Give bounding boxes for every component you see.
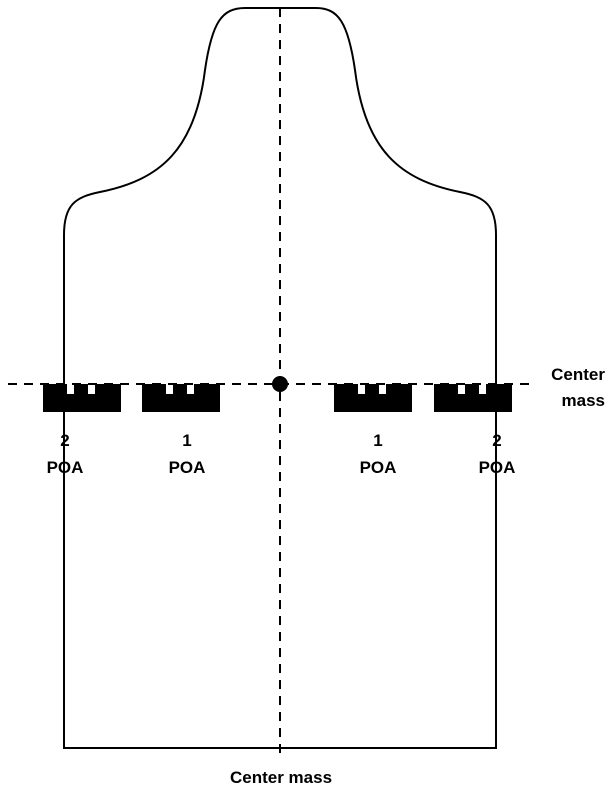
aim-point-number: 2: [492, 431, 501, 450]
aim-point-caption: POA: [479, 458, 516, 477]
aim-point-marker: [142, 384, 220, 412]
aim-point-number: 1: [373, 431, 382, 450]
aim-point-marker: [334, 384, 412, 412]
center-mass-bottom-label: Center mass: [230, 768, 332, 787]
aim-point-marker: [434, 384, 512, 412]
center-mass-label-line2: mass: [562, 391, 605, 410]
aim-point-caption: POA: [360, 458, 397, 477]
center-mass-label-line1: Center: [551, 365, 605, 384]
aim-point-marker: [43, 384, 121, 412]
aim-point-caption: POA: [169, 458, 206, 477]
aim-point-caption: POA: [47, 458, 84, 477]
aim-point-number: 1: [182, 431, 191, 450]
center-mass-dot: [272, 376, 288, 392]
aim-point-number: 2: [60, 431, 69, 450]
